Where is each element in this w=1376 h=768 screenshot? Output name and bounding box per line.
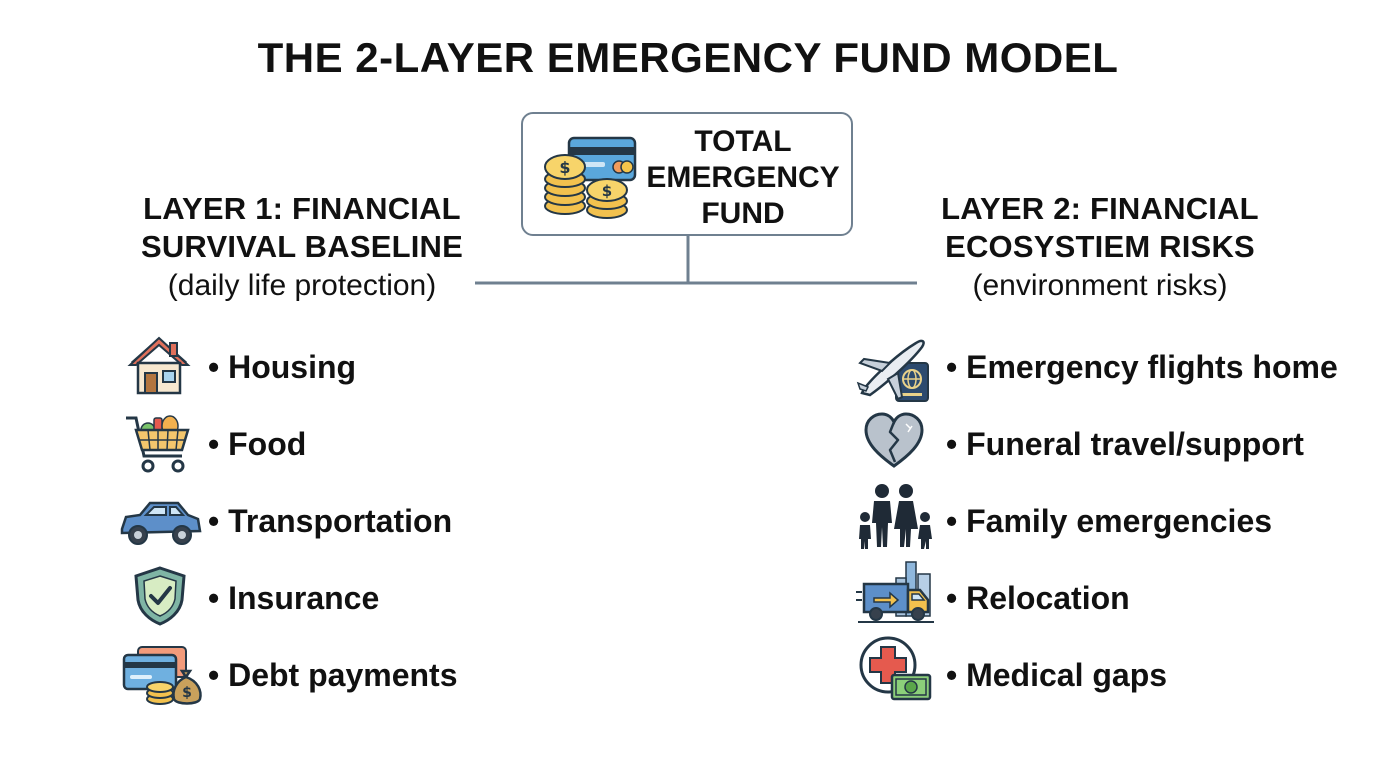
layer1-list: Housing Food bbox=[118, 333, 538, 718]
list-item: Insurance bbox=[118, 564, 538, 641]
list-item: Emergency flights home bbox=[856, 333, 1356, 410]
total-emergency-fund-box: $ $ TOTAL EMERGENCY FUND bbox=[521, 112, 853, 236]
list-item: Family emergencies bbox=[856, 484, 1356, 564]
layer2-item-label: Family emergencies bbox=[946, 501, 1272, 541]
layer1-item-label: Debt payments bbox=[208, 655, 457, 695]
layer2-heading: LAYER 2: FINANCIAL ECOSYSTIEM RISKS (env… bbox=[930, 190, 1270, 306]
list-item: Transportation bbox=[118, 487, 538, 564]
list-item: Housing bbox=[118, 333, 538, 410]
list-item: Food bbox=[118, 410, 538, 487]
layer1-item-label: Insurance bbox=[208, 578, 379, 618]
layer1-item-label: Transportation bbox=[208, 501, 452, 541]
total-emergency-fund-label: TOTAL EMERGENCY FUND bbox=[646, 125, 840, 230]
svg-text:$: $ bbox=[182, 685, 192, 701]
list-item: Funeral travel/support bbox=[856, 410, 1356, 487]
coins-card-icon: $ $ bbox=[541, 134, 637, 225]
layer2-title: LAYER 2: FINANCIAL ECOSYSTIEM RISKS bbox=[941, 191, 1259, 264]
layer1-item-label: Food bbox=[208, 424, 306, 464]
car-icon bbox=[118, 495, 204, 554]
family-icon bbox=[856, 483, 934, 554]
svg-text:$: $ bbox=[559, 158, 570, 177]
shield-check-icon bbox=[132, 564, 188, 633]
layer1-heading: LAYER 1: FINANCIAL SURVIVAL BASELINE (da… bbox=[132, 190, 472, 306]
layer2-item-label: Medical gaps bbox=[946, 655, 1167, 695]
svg-text:$: $ bbox=[602, 182, 612, 200]
list-item: Relocation bbox=[856, 561, 1356, 641]
layer2-subtitle: (environment risks) bbox=[972, 269, 1228, 302]
cards-money-bag-icon: $ bbox=[120, 641, 204, 712]
shopping-cart-icon bbox=[124, 410, 194, 481]
list-item: Medical gaps bbox=[856, 636, 1356, 718]
diagram-title: THE 2-LAYER EMERGENCY FUND MODEL bbox=[257, 34, 1119, 81]
medical-cross-cash-icon bbox=[858, 635, 934, 710]
house-icon bbox=[126, 333, 192, 402]
list-item: $ Debt payments bbox=[118, 641, 538, 718]
layer1-title: LAYER 1: FINANCIAL SURVIVAL BASELINE bbox=[140, 191, 464, 264]
airplane-passport-icon bbox=[856, 333, 934, 408]
layer2-item-label: Relocation bbox=[946, 578, 1130, 618]
layer2-list: Emergency flights home Funeral travel/su… bbox=[856, 333, 1356, 718]
layer1-item-label: Housing bbox=[208, 347, 356, 387]
layer1-subtitle: (daily life protection) bbox=[167, 269, 437, 302]
layer2-item-label: Emergency flights home bbox=[946, 347, 1338, 387]
moving-truck-icon bbox=[856, 556, 936, 631]
layer2-item-label: Funeral travel/support bbox=[946, 424, 1304, 464]
broken-heart-icon bbox=[862, 410, 926, 475]
